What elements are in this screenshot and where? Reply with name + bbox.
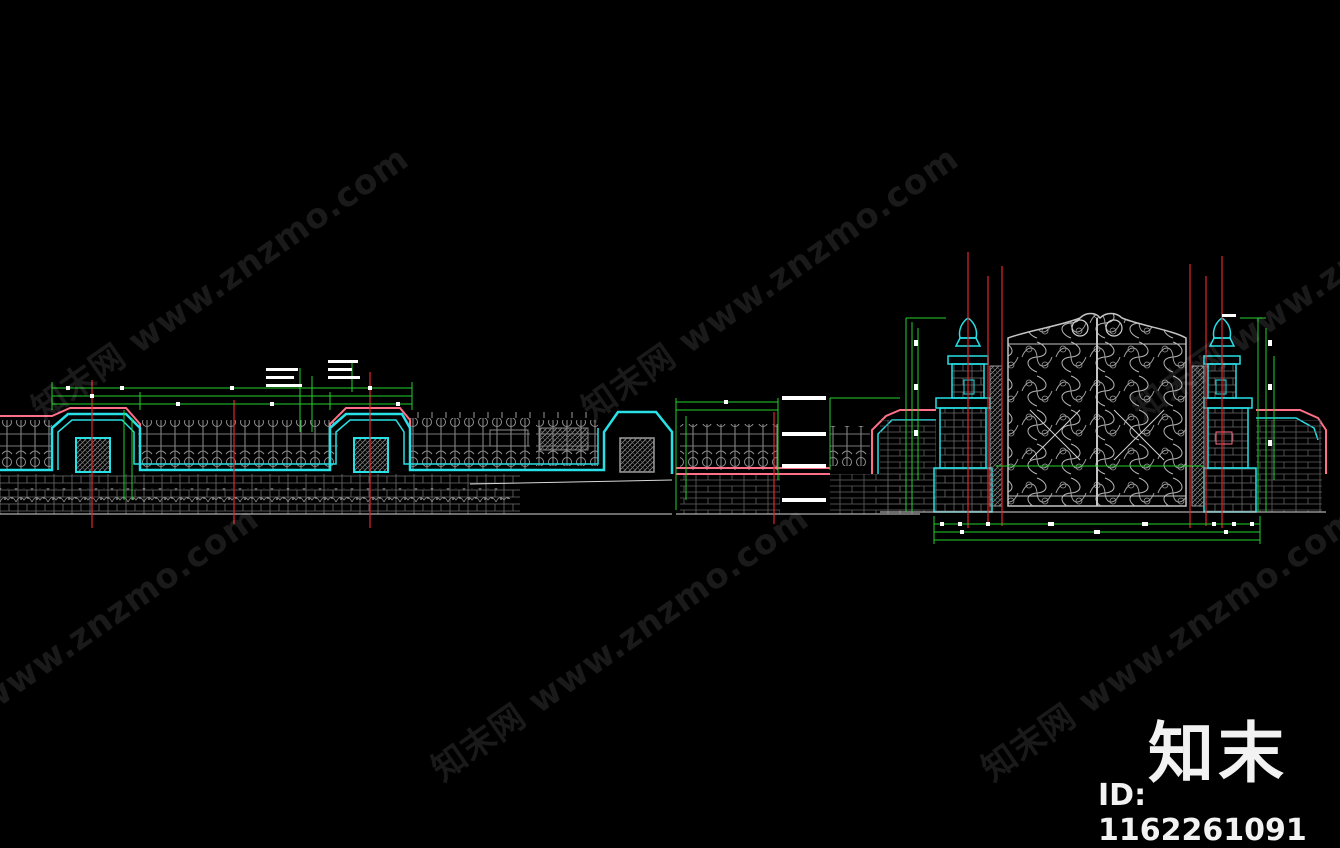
gate-section — [871, 252, 1327, 544]
fence-panel — [680, 424, 778, 470]
fence-panel — [138, 420, 338, 470]
wall-niche — [353, 437, 389, 473]
note-labels — [266, 360, 360, 387]
iron-gate — [1007, 312, 1187, 507]
resource-id: ID: 1162261091 — [1098, 778, 1307, 848]
plaque — [489, 429, 529, 447]
left-gate-pillar — [933, 317, 993, 513]
left-wall-section — [0, 360, 674, 528]
wall-outline — [0, 410, 674, 474]
wall-niche — [75, 437, 111, 473]
brand-logo: 知末 — [1148, 715, 1288, 792]
brick-base — [680, 474, 780, 514]
wall-niche — [619, 437, 655, 473]
fence-panel — [0, 420, 52, 470]
axis-lines — [91, 372, 371, 528]
fence-panel — [410, 418, 530, 470]
